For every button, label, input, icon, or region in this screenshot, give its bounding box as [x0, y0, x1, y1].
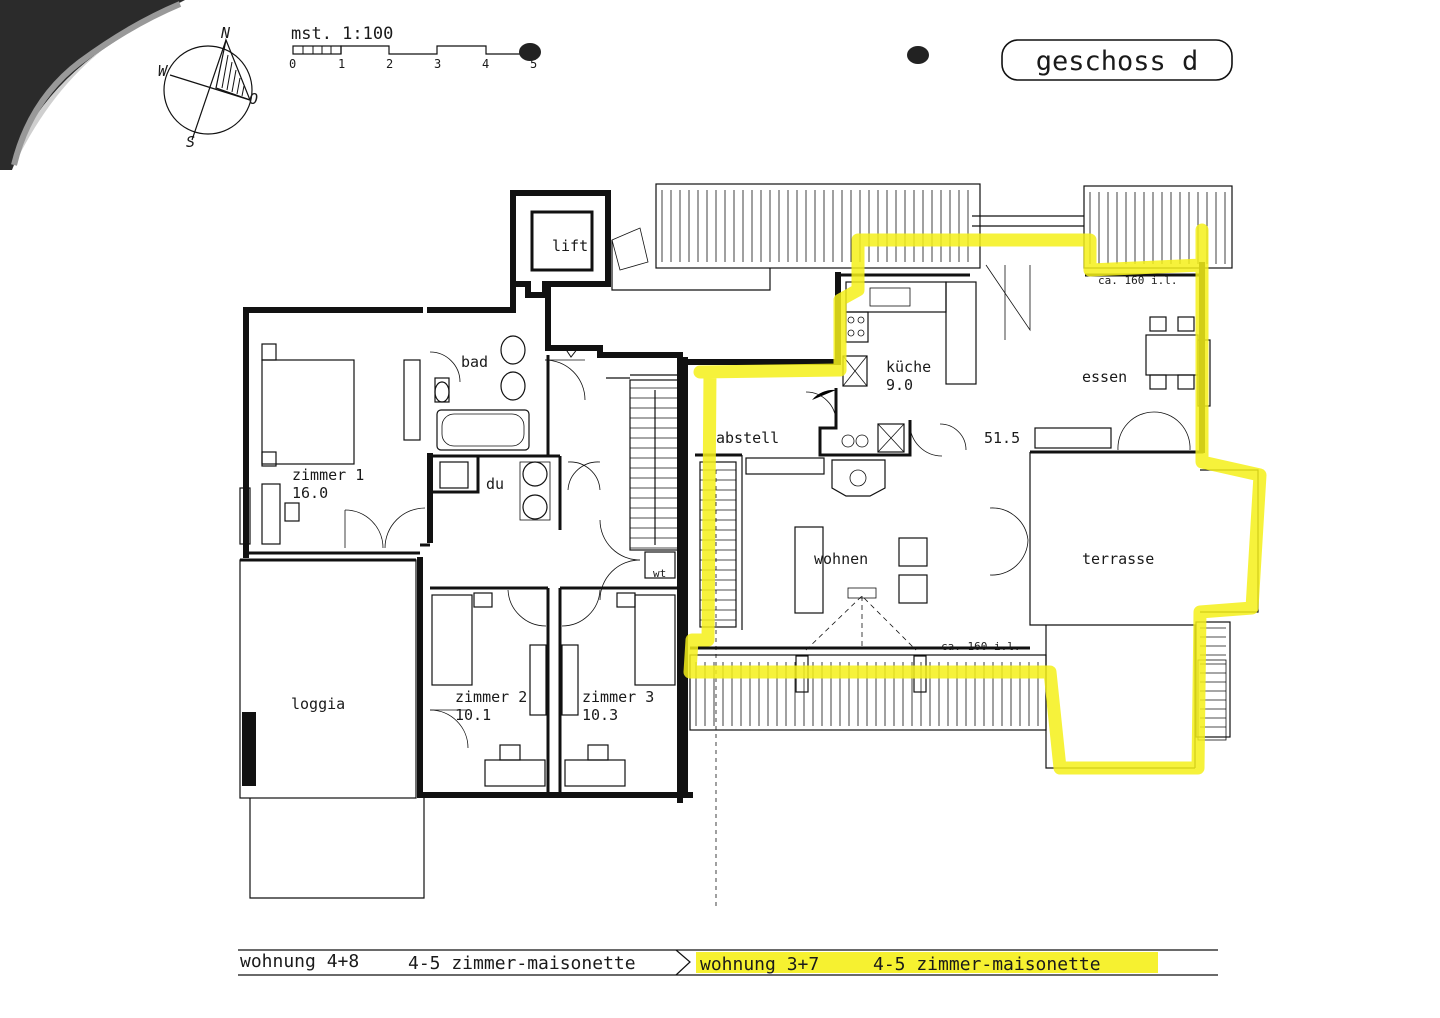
unit-highlight-outline [683, 223, 1267, 775]
floor-title: geschoss d [1036, 46, 1199, 77]
legend-right-type: 4-5 zimmer-maisonette [873, 954, 1101, 975]
floor-title-box: geschoss d [1001, 39, 1233, 81]
room-area-zimmer1: 16.0 [292, 484, 328, 502]
unit-legend: wohnung 4+8 4-5 zimmer-maisonette wohnun… [238, 949, 1218, 976]
room-label-loggia: loggia [291, 695, 345, 713]
punch-hole-right [907, 46, 929, 64]
room-label-wt: wt [653, 567, 666, 580]
compass-west-label: W [158, 62, 169, 80]
room-area-living: 51.5 [984, 429, 1020, 447]
right-unit-stair [699, 264, 1031, 910]
living-furniture [745, 457, 1029, 651]
room-label-essen: essen [1082, 368, 1127, 386]
dining-furniture [1034, 316, 1199, 451]
left-unit-walls [243, 281, 693, 803]
room-label-kueche: küche [886, 358, 931, 376]
unit-legend-highlight [696, 952, 1158, 973]
compass-north-label: N [220, 24, 231, 42]
room-label-du: du [486, 475, 504, 493]
zimmer1-furniture [239, 343, 421, 545]
legend-left-unit: wohnung 4+8 [240, 951, 359, 972]
bathroom-fixtures [434, 335, 551, 521]
floor-plan: lift [239, 183, 1267, 910]
ridge-height-note-bottom: ca. 160 i.l. [941, 640, 1020, 653]
room-label-wohnen: wohnen [814, 550, 868, 568]
scale-tick-1: 1 [338, 57, 345, 71]
scale-tick-0: 0 [289, 57, 296, 71]
room-label-bad: bad [461, 353, 488, 371]
compass-rose: N S W O [158, 24, 258, 151]
room-area-zimmer3: 10.3 [582, 706, 618, 724]
room-label-lift: lift [552, 237, 588, 255]
compass-east-label: O [249, 90, 258, 108]
scale-tick-5: 5 [530, 57, 537, 71]
legend-left-type: 4-5 zimmer-maisonette [408, 953, 636, 974]
scale-bar: mst. 1:100 0 1 2 3 4 5 [289, 24, 537, 71]
lift-shaft: lift [510, 190, 611, 298]
punch-hole-left [519, 43, 541, 61]
room-label-zimmer3: zimmer 3 [582, 688, 654, 706]
room-area-kueche: 9.0 [886, 376, 913, 394]
central-stair: wt [564, 227, 771, 580]
room-label-terrasse: terrasse [1082, 550, 1154, 568]
compass-south-label: S [186, 133, 195, 151]
room-label-abstell: abstell [716, 429, 779, 447]
right-unit-walls [682, 215, 1259, 793]
legend-right-unit: wohnung 3+7 [700, 954, 819, 975]
scale-tick-3: 3 [434, 57, 441, 71]
zimmer23-furniture [431, 592, 676, 787]
room-area-zimmer2: 10.1 [455, 706, 491, 724]
page-curl-corner [0, 0, 185, 170]
ridge-height-note-top: ca. 160 i.l. [1098, 274, 1177, 287]
loggia-area: loggia [239, 558, 425, 899]
scale-tick-4: 4 [482, 57, 489, 71]
room-label-zimmer1: zimmer 1 [292, 466, 364, 484]
scale-tick-2: 2 [386, 57, 393, 71]
room-label-zimmer2: zimmer 2 [455, 688, 527, 706]
left-unit-doors [344, 351, 641, 749]
scale-label: mst. 1:100 [291, 24, 393, 44]
